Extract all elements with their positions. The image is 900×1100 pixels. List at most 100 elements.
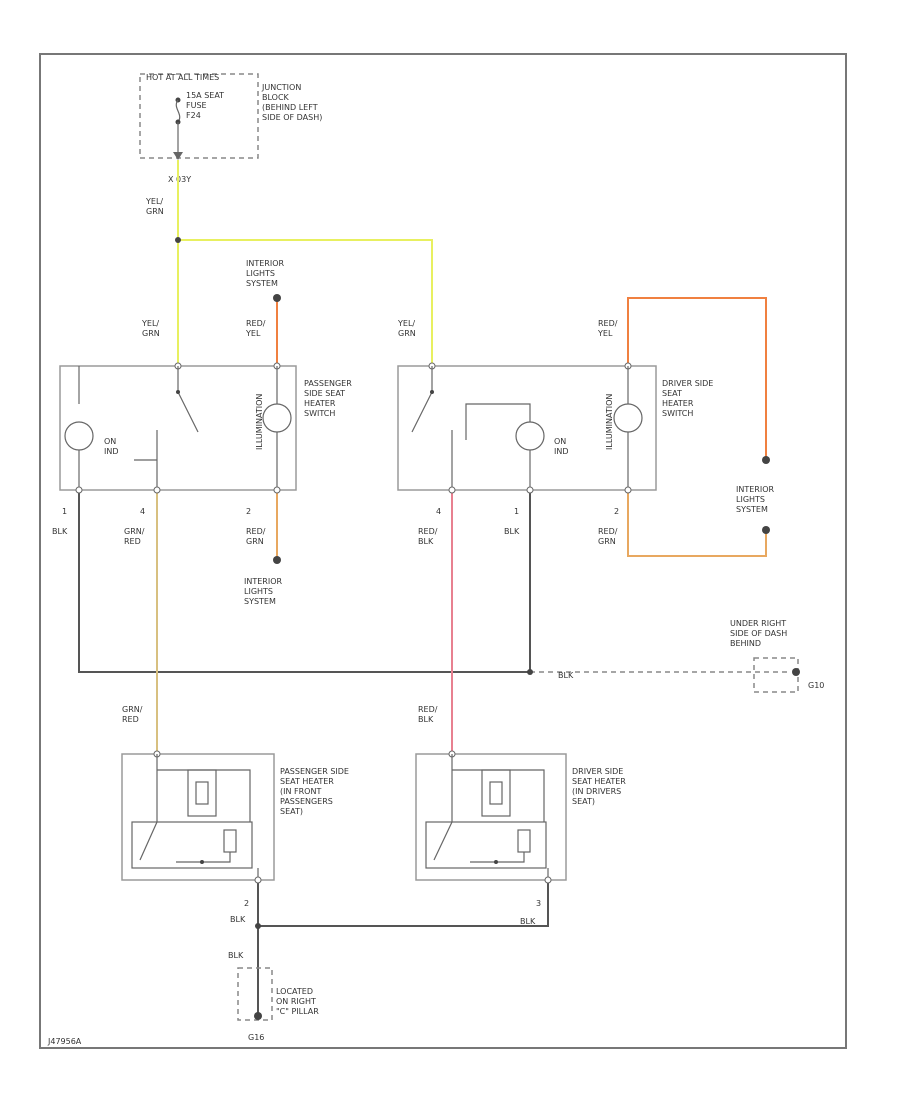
driver-illumination-lamp-icon (613, 403, 643, 433)
driver-switch-pin-2 (624, 486, 632, 494)
wire-label-yel-grn-driver: YEL/GRN (397, 319, 416, 338)
wire-label-red-grn-driver: RED/GRN (598, 527, 618, 546)
driver-heater-pin-3 (544, 876, 552, 884)
splice-yel-grn (175, 237, 181, 243)
passenger-heater-bus (157, 769, 251, 822)
wire-label-yel-grn-passenger: YEL/GRN (141, 319, 160, 338)
passenger-switch-pivot (176, 390, 180, 394)
wire-label-blk-heater-3: BLK (228, 951, 244, 960)
driver-switch-pin-1 (526, 486, 534, 494)
fuse-icon (175, 99, 181, 123)
driver-switch-pin-4 (448, 486, 456, 494)
diagram-id-label: J47956A (47, 1037, 82, 1046)
wire-label-blk-driver: BLK (504, 527, 520, 536)
wire-label-blk-heater-1: BLK (230, 915, 246, 924)
passenger-switch-blade (177, 391, 199, 433)
wire-label-red-yel-passenger: RED/YEL (245, 319, 266, 338)
driver-on-indicator-lamp-icon (515, 421, 545, 451)
driver-switch-outline (397, 365, 657, 491)
junction-block-outline (139, 73, 259, 159)
passenger-heater-thermostat-blade (139, 821, 158, 861)
wire-label-red-grn-passenger: RED/GRN (246, 527, 266, 546)
ground-g16-outline (237, 967, 273, 1021)
passenger-heater-resistor-2 (223, 829, 237, 853)
wire-label-red-yel-driver: RED/YEL (597, 319, 618, 338)
pin-2-passenger-label: 2 (246, 507, 251, 516)
driver-heater-thermostat-box (425, 821, 547, 869)
passenger-heater-thermostat-box (131, 821, 253, 869)
pin-1-driver-label: 1 (514, 507, 519, 516)
pin-3-driver-heater-label: 3 (536, 899, 541, 908)
passenger-heater-outline (121, 753, 275, 881)
driver-switch-pivot (430, 390, 434, 394)
wire-label-blk-heater-2: BLK (520, 917, 536, 926)
driver-heater-outline (415, 753, 567, 881)
connection-point-interior-lights-bottom (273, 556, 281, 564)
wire-label-blk-passenger: BLK (52, 527, 68, 536)
on-indicator-lamp-icon (64, 421, 94, 451)
diagram-frame (39, 53, 847, 1049)
connection-point-interior-lights-right-bottom (762, 526, 770, 534)
passenger-heater-resistor-1 (195, 781, 209, 805)
passenger-heater-element-1 (187, 769, 217, 817)
passenger-switch-pin-1 (75, 486, 83, 494)
ground-g10-id-label: G10 (808, 681, 824, 690)
wire-label-blk-ground-run: BLK (558, 671, 574, 680)
connection-point-interior-lights-right-top (762, 456, 770, 464)
connector-arrow (173, 152, 183, 160)
driver-switch-blade (411, 391, 433, 433)
ground-g16-point (254, 1012, 262, 1020)
driver-heater-node (494, 860, 498, 864)
passenger-heater-pin-2 (254, 876, 262, 884)
pin-4-driver-label: 4 (436, 507, 441, 516)
wire-blk-driver-heater-ground (258, 880, 549, 927)
driver-switch-internal-path (465, 403, 531, 440)
splice-blk-ground (527, 669, 533, 675)
ground-g10-outline (753, 657, 799, 693)
splice-heater-ground (255, 923, 261, 929)
wire-red-grn-driver (627, 490, 767, 557)
wire-label-red-blk-lower: RED/BLK (418, 705, 438, 724)
pin-1-passenger-label: 1 (62, 507, 67, 516)
fuse-connector-label: X 03Y (168, 175, 191, 184)
pin-2-passenger-heater-label: 2 (244, 899, 249, 908)
wire-label-grn-red-lower: GRN/RED (122, 705, 143, 724)
wire-yel-grn-to-driver-switch (178, 239, 433, 364)
driver-heater-element-1 (481, 769, 511, 817)
passenger-switch-pin-2 (273, 486, 281, 494)
driver-heater-return (470, 852, 525, 863)
ground-g10-point (792, 668, 800, 676)
wire-label-grn-red-upper: GRN/RED (124, 527, 145, 546)
driver-heater-resistor-2 (517, 829, 531, 853)
connection-point-interior-lights-top (273, 294, 281, 302)
passenger-heater-node (200, 860, 204, 864)
driver-heater-thermostat-blade (433, 821, 453, 861)
pin-2-driver-label: 2 (614, 507, 619, 516)
ground-g16-id-label: G16 (248, 1033, 264, 1042)
passenger-illumination-lamp-icon (262, 403, 292, 433)
wire-label-red-blk-upper: RED/BLK (418, 527, 438, 546)
wire-blk-passenger-switch-ground (78, 490, 530, 673)
driver-heater-bus (452, 769, 545, 822)
passenger-switch-pin-4 (153, 486, 161, 494)
wire-label-yel-grn-feed: YEL/GRN (145, 197, 164, 216)
passenger-illumination-label: ILLUMINATION (255, 394, 264, 450)
hot-at-all-times-label: HOT AT ALL TIMES (146, 73, 219, 82)
